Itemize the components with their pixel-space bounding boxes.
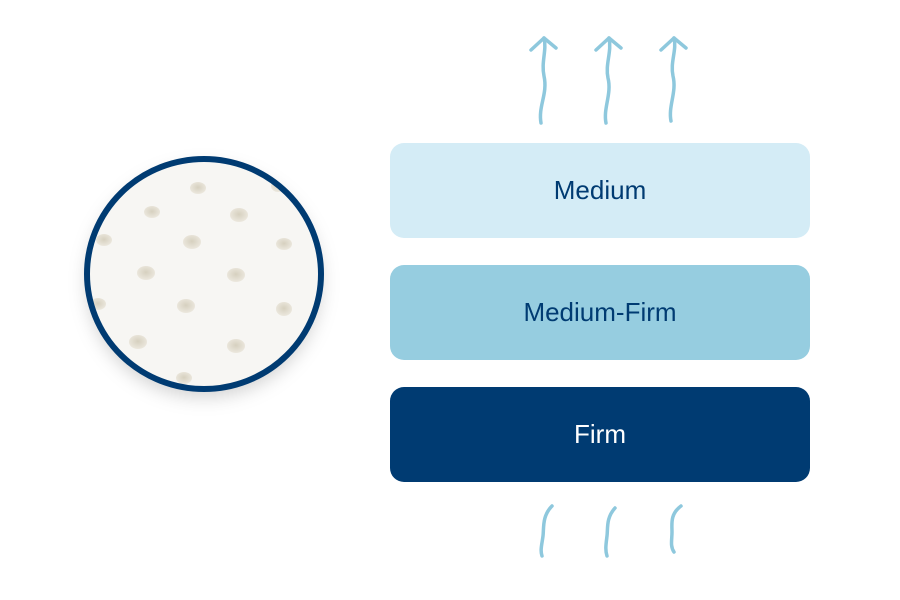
layer-medium-firm-label: Medium-Firm	[523, 297, 677, 327]
airflow-arrow-2-head	[594, 36, 623, 52]
layer-firm: Firm	[390, 387, 810, 482]
layer-medium: Medium	[390, 143, 810, 238]
airflow-wave-1	[539, 504, 554, 558]
airflow-arrow-3-head	[659, 36, 688, 52]
foam-border	[84, 156, 324, 392]
layer-medium-label: Medium	[553, 175, 647, 205]
layer-medium-firm: Medium-Firm	[390, 265, 810, 360]
airflow-arrow-3	[668, 36, 677, 123]
firmness-layer-stack: Medium Medium-Firm Firm	[390, 143, 810, 482]
upward-airflow-arrow-icon	[520, 28, 700, 128]
airflow-arrow-2	[603, 36, 612, 125]
airflow-wave-2	[604, 506, 617, 558]
foam-pinholes	[87, 159, 321, 389]
airflow-arrow-1-head	[529, 36, 558, 52]
airflow-wave-3	[669, 504, 683, 554]
latex-foam-sample-icon	[84, 156, 324, 392]
layer-firm-label: Firm	[574, 419, 626, 449]
airflow-arrow-1	[538, 36, 547, 125]
incoming-airflow-wave-icon	[520, 500, 700, 562]
